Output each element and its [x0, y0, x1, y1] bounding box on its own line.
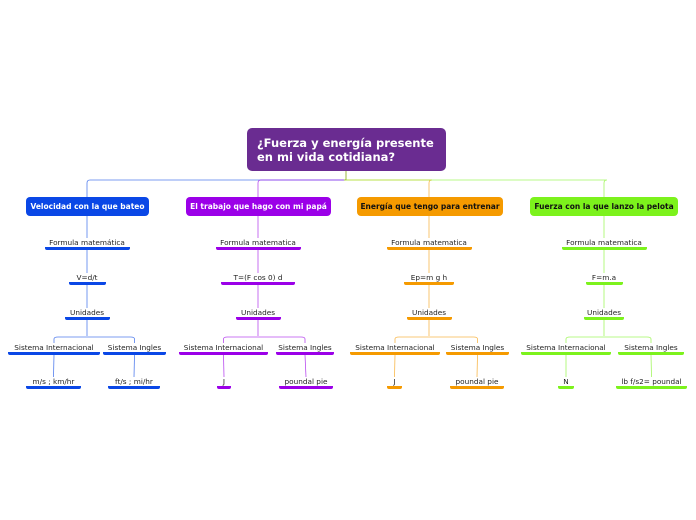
si-unit-connector	[394, 354, 396, 378]
system-split-connector	[223, 320, 306, 343]
units-node[interactable]: Unidades	[64, 308, 110, 320]
formula-value-node[interactable]: Ep=m g h	[403, 273, 455, 285]
formula-value-node[interactable]: F=m.a	[585, 273, 623, 285]
branch-topic[interactable]: El trabajo que hago con mi papá	[186, 197, 331, 216]
formula-label-node[interactable]: Formula matemática	[44, 238, 130, 250]
formula-label-node[interactable]: Formula matematica	[386, 238, 472, 250]
si-unit-connector	[53, 354, 55, 378]
formula-value-node[interactable]: T=(F cos 0) d	[221, 273, 295, 285]
english-unit-node[interactable]: poundal pie	[450, 377, 504, 389]
si-unit-connector	[223, 354, 225, 378]
formula-value-node[interactable]: V=d/t	[68, 273, 106, 285]
root-branch-connector	[86, 171, 347, 197]
si-system-node[interactable]: Sistema Internacional	[521, 343, 611, 355]
english-system-node[interactable]: Sistema Ingles	[103, 343, 166, 355]
english-system-node[interactable]: Sistema Ingles	[446, 343, 509, 355]
english-unit-connector	[476, 354, 478, 378]
formula-label-node[interactable]: Formula matematica	[561, 238, 647, 250]
si-unit-node[interactable]: J	[387, 377, 402, 389]
english-unit-connector	[304, 354, 307, 378]
system-split-connector	[53, 320, 135, 343]
branch-topic[interactable]: Fuerza con la que lanzo la pelota	[530, 197, 678, 216]
root-topic[interactable]: ¿Fuerza y energía presente en mi vida co…	[247, 128, 446, 171]
english-unit-connector	[650, 354, 652, 378]
root-branch-connector	[257, 171, 347, 197]
units-node[interactable]: Unidades	[235, 308, 281, 320]
si-unit-node[interactable]: J	[217, 377, 231, 389]
si-unit-node[interactable]: m/s ; km/hr	[26, 377, 81, 389]
root-branch-connector	[343, 171, 608, 197]
si-system-node[interactable]: Sistema Internacional	[179, 343, 268, 355]
si-system-node[interactable]: Sistema Internacional	[8, 343, 100, 355]
english-system-node[interactable]: Sistema Ingles	[276, 343, 334, 355]
units-node[interactable]: Unidades	[584, 308, 624, 320]
english-unit-connector	[133, 354, 135, 378]
branch-topic[interactable]: Energía que tengo para entrenar	[357, 197, 503, 216]
si-unit-node[interactable]: N	[558, 377, 574, 389]
english-system-node[interactable]: Sistema Ingles	[618, 343, 684, 355]
formula-label-node[interactable]: Formula matematica	[215, 238, 301, 250]
system-split-connector	[565, 320, 652, 343]
branch-topic[interactable]: Velocidad con la que bateo	[26, 197, 149, 216]
english-unit-node[interactable]: poundal pie	[279, 377, 333, 389]
english-unit-node[interactable]: lb f/s2= poundal	[616, 377, 687, 389]
system-split-connector	[394, 320, 478, 343]
english-unit-node[interactable]: ft/s ; mi/hr	[108, 377, 160, 389]
si-system-node[interactable]: Sistema Internacional	[350, 343, 440, 355]
units-node[interactable]: Unidades	[406, 308, 452, 320]
root-branch-connector	[343, 171, 433, 197]
